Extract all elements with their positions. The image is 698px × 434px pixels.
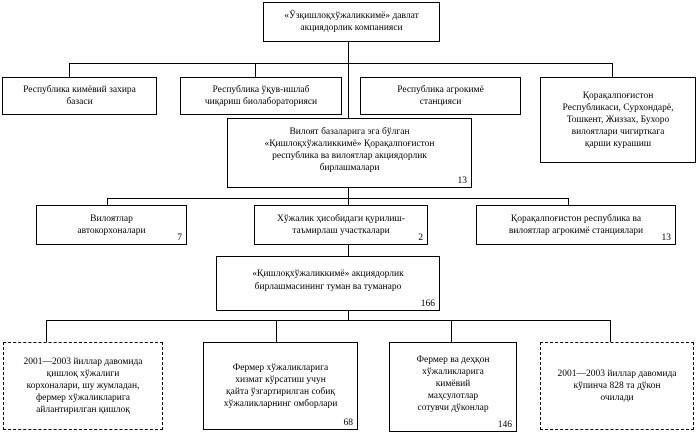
shops-opened-box: 2001—2003 йиллар давомида кўпинча 828 та… [540,342,694,430]
regional-associations-box: Вилоят базаларига эга бўлган «Қишлоқхўжа… [227,118,472,188]
autobases-box: Вилоятлар автокорхоналари 7 [36,205,187,245]
reserve-base-label: Республика кимёвий захира базаси [23,84,136,107]
autobases-count: 7 [177,232,182,243]
chemical-shops-count: 146 [497,419,512,430]
warehouses-box: Фермер хўжаликларига хизмат кўрсатиш учу… [203,342,358,430]
district-associations-box: «Қишлоқхўжаликкимё» акциядорлик бирлашма… [216,256,440,311]
chemical-shops-box: Фермер ва деҳқон хўжаликларига кимёвий м… [389,342,517,432]
agrochem-station-box: Республика агрокимё станцияси [360,77,521,115]
regional-associations-count: 13 [457,175,468,186]
regional-associations-label: Вилоят базаларига эга бўлган «Қишлоқхўжа… [264,126,435,174]
regional-agrochem-box: Қорақалпоғистон республика ва вилоятлар … [476,205,676,245]
warehouses-label: Фермер хўжаликларига хизмат кўрсатиш учу… [223,362,338,410]
shops-opened-label: 2001—2003 йиллар давомида кўпинча 828 та… [557,368,677,404]
district-associations-label: «Қишлоқхўжаликкимё» акциядорлик бирлашма… [252,269,404,292]
locust-control-label: Қорақалпоғистон Республикаси, Сурхондарё… [562,90,674,150]
construction-sites-count: 2 [418,232,423,243]
reserve-base-box: Республика кимёвий захира базаси [2,77,157,115]
agrochem-station-label: Республика агрокимё станцияси [397,84,484,107]
construction-sites-label: Хўжалик ҳисобидаги қурилиш- таъмирлаш уч… [277,213,405,236]
autobases-label: Вилоятлар автокорхоналари [77,213,146,236]
root-company-box: «Ўзқишлоқхўжаликкимё» давлат акциядорлик… [263,2,440,42]
warehouses-count: 68 [343,417,354,428]
construction-sites-box: Хўжалик ҳисобидаги қурилиш- таъмирлаш уч… [254,205,428,245]
regional-agrochem-count: 13 [661,232,672,243]
chemical-shops-label: Фермер ва деҳқон хўжаликларига кимёвий м… [416,354,490,414]
farm-enterprises-label: 2001—2003 йиллар давомида қишлоқ хўжалиг… [23,356,143,416]
locust-control-box: Қорақалпоғистон Республикаси, Сурхондарё… [540,77,696,163]
biolab-box: Республика ўқув-ишлаб чиқариш биолаборат… [180,77,342,115]
root-company-label: «Ўзқишлоқхўжаликкимё» давлат акциядорлик… [284,10,419,33]
farm-enterprises-box: 2001—2003 йиллар давомида қишлоқ хўжалиг… [3,342,163,430]
regional-agrochem-label: Қорақалпоғистон республика ва вилоятлар … [508,213,644,236]
biolab-label: Республика ўқув-ишлаб чиқариш биолаборат… [204,84,318,107]
district-associations-count: 166 [420,298,435,309]
